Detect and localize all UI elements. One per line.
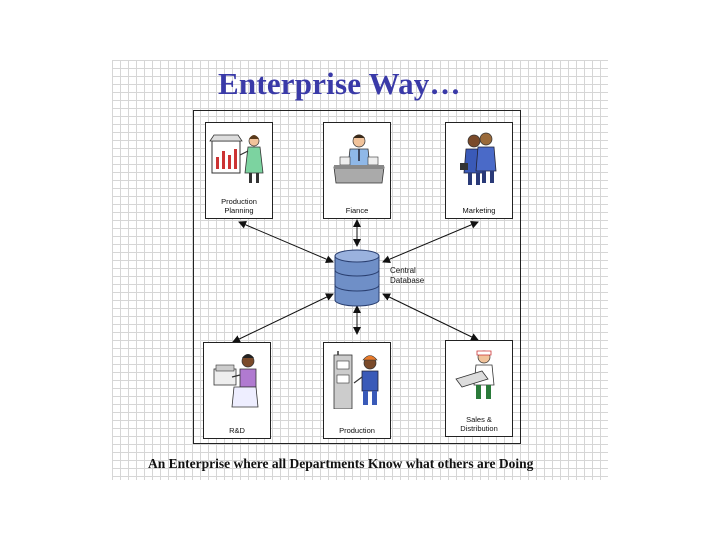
diagram-frame [193, 110, 521, 444]
central-database-label: Central Database [390, 266, 424, 286]
delivery-man-icon [455, 350, 495, 399]
dept-production-planning: Production Planning [205, 122, 273, 219]
slide-title: Enterprise Way… [218, 66, 461, 101]
person-at-desk-icon [333, 134, 385, 184]
dept-marketing: Marketing [445, 122, 513, 219]
dept-label-line1: Sales & [466, 415, 492, 424]
dept-label-line1: R&D [229, 426, 245, 435]
arrow-sales [382, 293, 479, 341]
dept-label-line1: Fiance [345, 206, 369, 215]
two-businessmen-icon [460, 132, 497, 185]
factory-worker-icon [333, 351, 379, 409]
dept-label-line2: Distribution [460, 424, 498, 433]
diagram-caption: An Enterprise where all Departments Know… [148, 456, 534, 471]
planner-with-chart-icon [209, 134, 264, 183]
arrow-marketing [382, 221, 479, 263]
dept-finance: Fiance [323, 122, 391, 219]
dept-label-line1: Production [339, 426, 375, 435]
database-icon [334, 249, 380, 307]
dept-sales: Sales & Distribution [445, 340, 513, 437]
dept-label-line1: Production [221, 197, 257, 206]
dept-production: Production [323, 342, 391, 439]
central-database-label-line1: Central [390, 266, 416, 275]
arrow-production-planning [238, 221, 334, 263]
central-database-label-line2: Database [390, 276, 425, 285]
dept-rnd: R&D [203, 342, 271, 439]
dept-label-line1: Marketing [462, 206, 496, 215]
arrow-rnd [232, 293, 334, 343]
dept-label-line2: Planning [224, 206, 254, 215]
researcher-icon [213, 354, 259, 408]
